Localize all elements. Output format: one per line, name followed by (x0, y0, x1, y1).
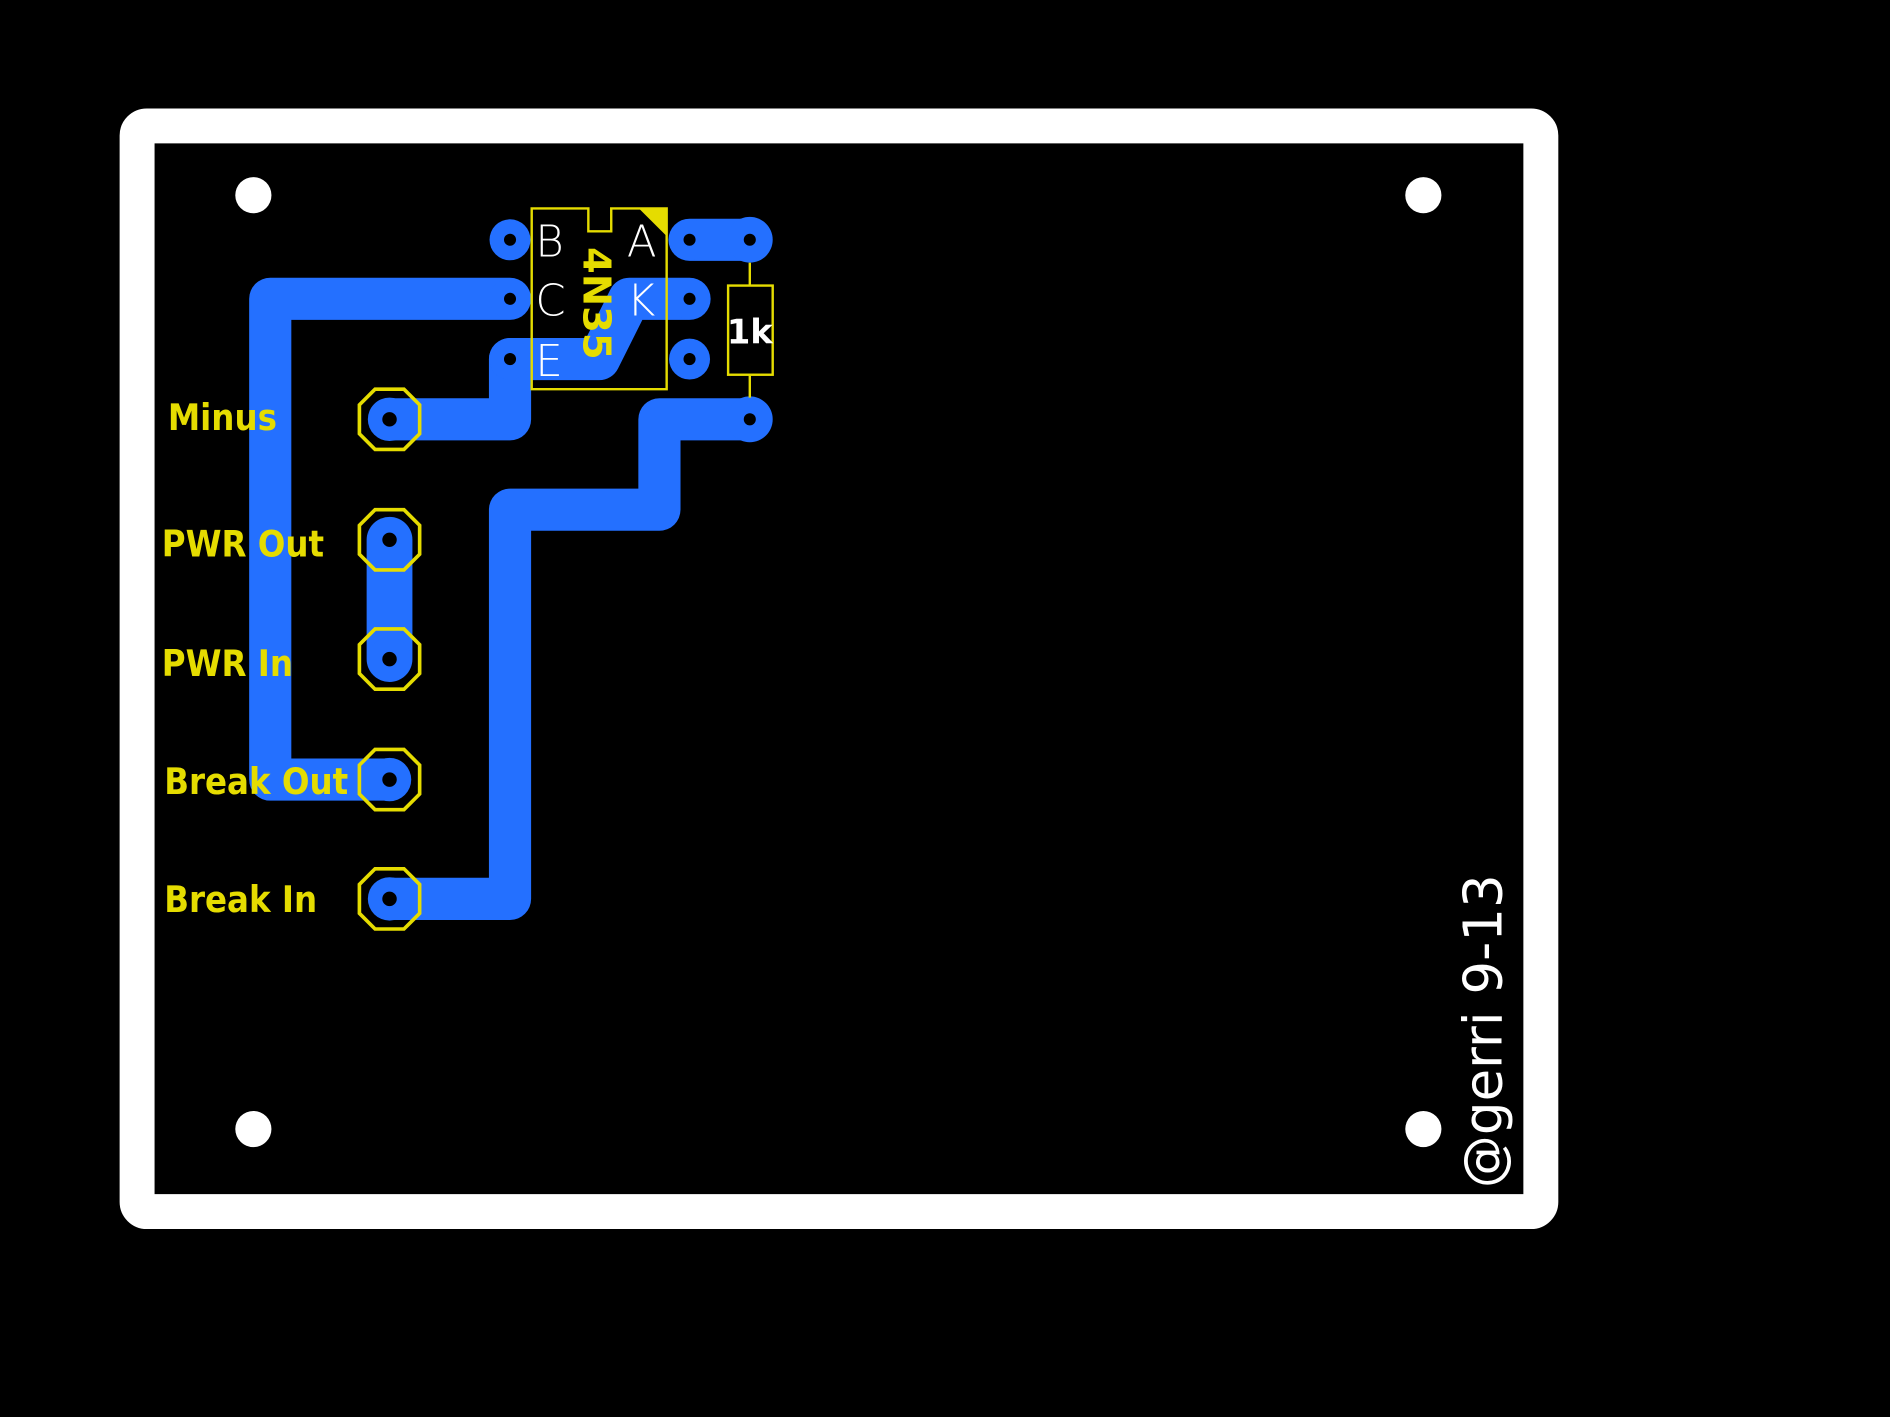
trace-e-to-k (488, 277, 711, 381)
pin-label-k: K (627, 277, 655, 327)
mounting-holes (235, 177, 1442, 1148)
connector-pad-break-in (357, 866, 422, 931)
pin-label-e: E (535, 337, 562, 387)
pin-label-a: A (627, 218, 657, 268)
trace-resistor-to-break-in (368, 398, 771, 920)
label-break-out: Break Out (164, 760, 348, 803)
mounting-hole (235, 177, 272, 214)
connector-pad-pwr-out (357, 507, 422, 572)
connector-pad-pwr-in (357, 627, 422, 692)
resistor-1k: 1k (726, 262, 774, 398)
trace-c-to-break-out (249, 277, 532, 801)
resistor-body (726, 284, 774, 376)
label-minus: Minus (168, 396, 277, 439)
board-outline (119, 108, 1559, 1230)
label-pwr-out: PWR Out (162, 523, 324, 566)
mounting-hole (1405, 1110, 1442, 1148)
ic-pads (489, 216, 773, 443)
signature: @gerri 9-13 (1453, 874, 1515, 1188)
resistor-value: 1k (727, 312, 774, 351)
label-pwr-in: PWR In (162, 642, 293, 685)
label-break-in: Break In (164, 878, 317, 921)
connector-labels: Minus PWR Out PWR In Break Out Break In (162, 396, 348, 921)
connector-pad-minus (357, 387, 422, 452)
mounting-hole (235, 1110, 272, 1148)
ic-outline (530, 207, 668, 391)
mounting-hole (1405, 177, 1442, 214)
connector-pad-break-out (357, 747, 422, 812)
ic-name: 4N35 (574, 247, 619, 360)
pin-label-b: B (535, 218, 563, 268)
connector-pads (357, 387, 422, 931)
ic-4n35: B C E A K 4N35 (530, 207, 668, 391)
pin-label-c: C (535, 277, 565, 327)
